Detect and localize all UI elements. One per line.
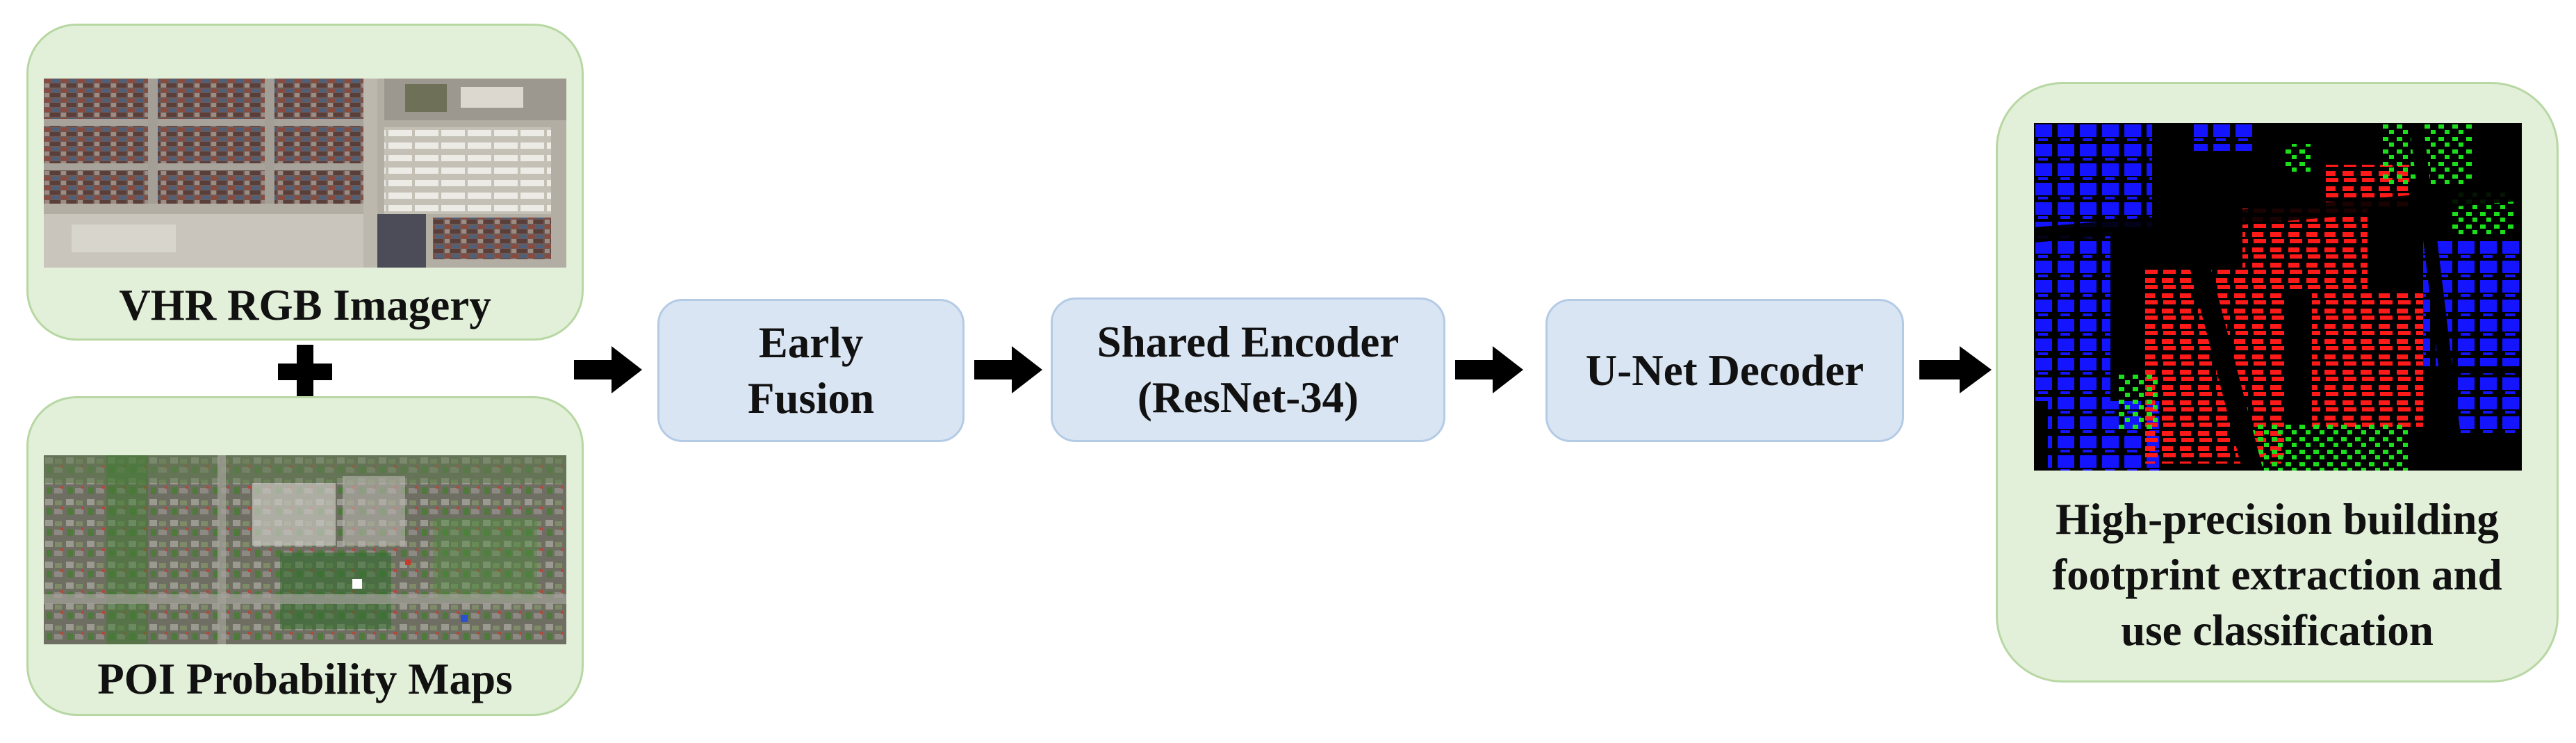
rgb-input-label: VHR RGB Imagery	[119, 281, 491, 329]
unet-decoder-line1: U-Net Decoder	[1585, 346, 1864, 395]
arrow-to-decoder-icon	[1455, 345, 1525, 395]
output-panel: High-precision building footprint extrac…	[1996, 82, 2559, 683]
arrow-to-output-icon	[1919, 345, 1993, 395]
early-fusion-box: Early Fusion	[657, 299, 965, 442]
early-fusion-line1: Early	[758, 318, 864, 367]
plus-icon	[278, 345, 332, 399]
building-classification-map-image	[2034, 123, 2522, 471]
output-line1: High-precision building	[2056, 495, 2499, 544]
shared-encoder-line2: (ResNet-34)	[1137, 373, 1359, 422]
output-line2: footprint extraction and	[2052, 550, 2502, 599]
shared-encoder-line1: Shared Encoder	[1097, 318, 1400, 366]
poi-input-label: POI Probability Maps	[97, 655, 513, 703]
early-fusion-line2: Fusion	[747, 374, 875, 423]
output-line3: use classification	[2121, 606, 2434, 655]
arrow-to-early-fusion-icon	[574, 345, 643, 395]
rgb-input-panel: VHR RGB Imagery	[26, 24, 584, 341]
arrow-to-encoder-icon	[974, 345, 1044, 395]
shared-encoder-box: Shared Encoder (ResNet-34)	[1051, 297, 1445, 442]
output-label: High-precision building footprint extrac…	[1998, 491, 2557, 658]
poi-probability-map-image	[44, 455, 566, 644]
poi-input-panel: POI Probability Maps	[26, 396, 584, 716]
unet-decoder-box: U-Net Decoder	[1545, 299, 1904, 442]
rgb-satellite-image	[44, 79, 566, 268]
